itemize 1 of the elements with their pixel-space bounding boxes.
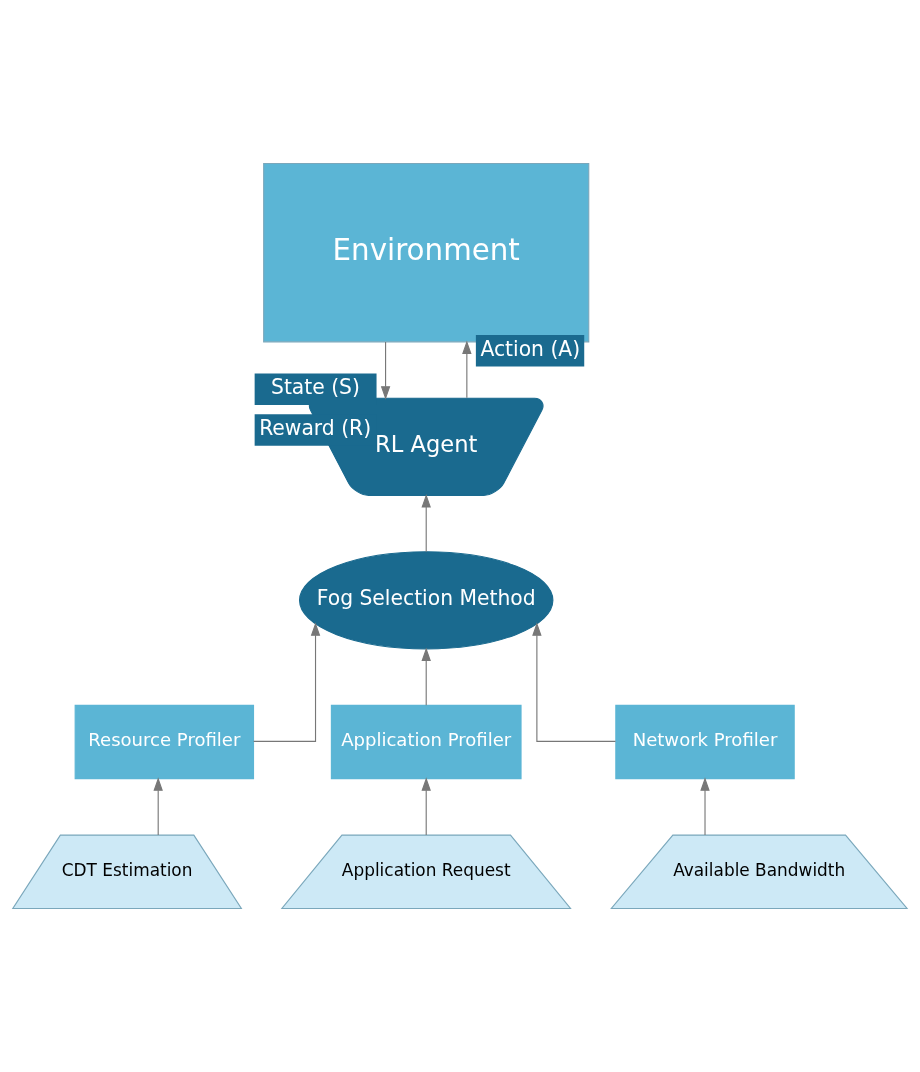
edge-label: State (S) <box>271 375 360 400</box>
